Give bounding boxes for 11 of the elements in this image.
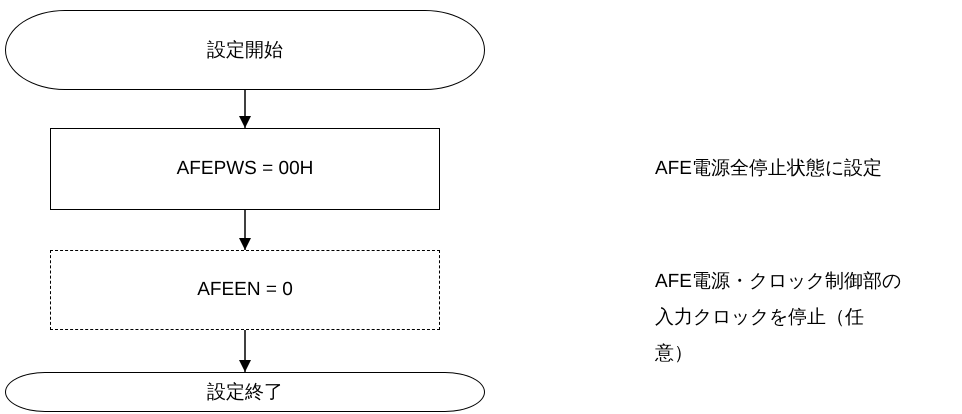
- process-box: [50, 128, 440, 210]
- node-label: AFEPWS = 00H: [176, 158, 314, 180]
- note-text: AFE電源・クロック制御部の入力クロックを停止（任意）: [655, 270, 901, 366]
- node-label: AFEEN = 0: [197, 279, 293, 301]
- node-label: 設定開始: [207, 39, 283, 63]
- note-text: AFE電源全停止状態に設定: [655, 157, 883, 181]
- arrow: [239, 330, 251, 372]
- arrow: [239, 210, 251, 250]
- node-label: 設定終了: [207, 381, 283, 405]
- process-box: [50, 250, 440, 330]
- arrow: [239, 90, 251, 128]
